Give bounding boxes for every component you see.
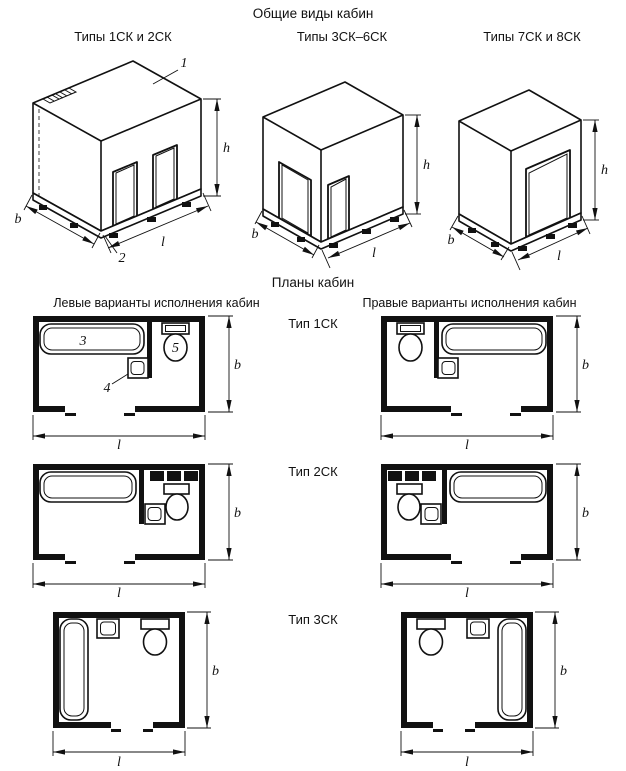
dim-h (203, 98, 221, 197)
iso-caption-1: Типы 1СК и 2СК (74, 29, 172, 44)
callout-washbasin: 4 (104, 381, 111, 396)
iso-view-3sk-6sk: b l h (251, 81, 430, 269)
dim-label-l: l (557, 249, 561, 264)
dim-b (23, 194, 101, 249)
dim-label-b: b (251, 227, 258, 242)
dim-label-h: h (223, 141, 230, 156)
variant-headers: Левые варианты исполнения кабин Правые в… (0, 296, 626, 310)
plan-2sk-right: b l (379, 462, 589, 601)
dim-b (254, 210, 319, 259)
dim-h (583, 119, 599, 221)
door-opening (112, 161, 138, 227)
iso-caption-2: Типы 3СК–6СК (296, 29, 388, 44)
dim-label-l: l (117, 586, 121, 601)
dim-l (321, 209, 412, 269)
plan-3sk-left: b l (52, 611, 219, 770)
iso-col-2: Типы 3СК–6СК (245, 25, 440, 271)
right-variants-header: Правые варианты исполнения кабин (362, 296, 577, 310)
door-opening (152, 144, 178, 210)
dim-h (404, 114, 421, 215)
iso-caption-3: Типы 7СК и 8СК (483, 29, 581, 44)
iso-col-3: Типы 7СК и 8СК (441, 25, 623, 271)
general-views-title: Общие виды кабин (252, 6, 374, 21)
dim-label-b: b (560, 664, 567, 679)
plan-row-1sk: 3 4 5 b l Тип 1СК b l (0, 314, 626, 454)
cabin-base (261, 206, 404, 250)
dim-label-h: h (601, 163, 608, 178)
door-opening (326, 175, 350, 240)
plan-row-2sk: b l Тип 2СК b l (0, 462, 626, 602)
row-type-label: Тип 1СК (288, 316, 338, 331)
dim-label-l: l (161, 235, 165, 250)
iso-view-7sk-8sk: b l h (448, 89, 608, 271)
plan-1sk-right: b l (379, 314, 589, 453)
dim-b (449, 215, 510, 261)
plan-1sk-left: 3 4 5 b l (31, 314, 241, 453)
iso-col-1: Типы 1СК и 2СК (3, 25, 243, 271)
row-type-label: Тип 2СК (288, 464, 338, 479)
dim-label-l: l (117, 438, 121, 453)
dim-label-h: h (423, 158, 430, 173)
dim-label-b: b (212, 664, 219, 679)
plan-3sk-right: b l (400, 611, 567, 770)
callout-base: 2 (119, 251, 126, 266)
cabin-base (32, 188, 202, 239)
dim-label-l: l (117, 755, 121, 770)
dim-label-b: b (234, 506, 241, 521)
dim-label-l: l (465, 438, 469, 453)
dim-label-l: l (372, 246, 376, 261)
callout-toilet: 5 (172, 341, 179, 356)
dim-label-b: b (582, 506, 589, 521)
dim-label-b: b (234, 358, 241, 373)
row-type-label: Тип 3СК (288, 612, 338, 627)
callout-bath: 3 (79, 334, 87, 349)
callout-cabin: 1 (181, 56, 188, 71)
dim-label-l: l (465, 586, 469, 601)
iso-view-1sk-2sk: 1 2 b l (15, 56, 231, 266)
plan-row-3sk: b l Тип 3СК b l (0, 610, 626, 770)
plans-title: Планы кабин (271, 275, 355, 290)
dim-l (511, 215, 591, 271)
dim-label-b: b (582, 358, 589, 373)
dim-label-b: b (448, 233, 455, 248)
plan-2sk-left: b l (31, 462, 241, 601)
iso-views-row: Типы 1СК и 2СК (0, 23, 626, 271)
cabin-base (458, 212, 582, 252)
left-variants-header: Левые варианты исполнения кабин (53, 296, 260, 310)
dim-label-b: b (15, 212, 22, 227)
dim-label-l: l (465, 755, 469, 770)
roof-grille (41, 87, 78, 104)
